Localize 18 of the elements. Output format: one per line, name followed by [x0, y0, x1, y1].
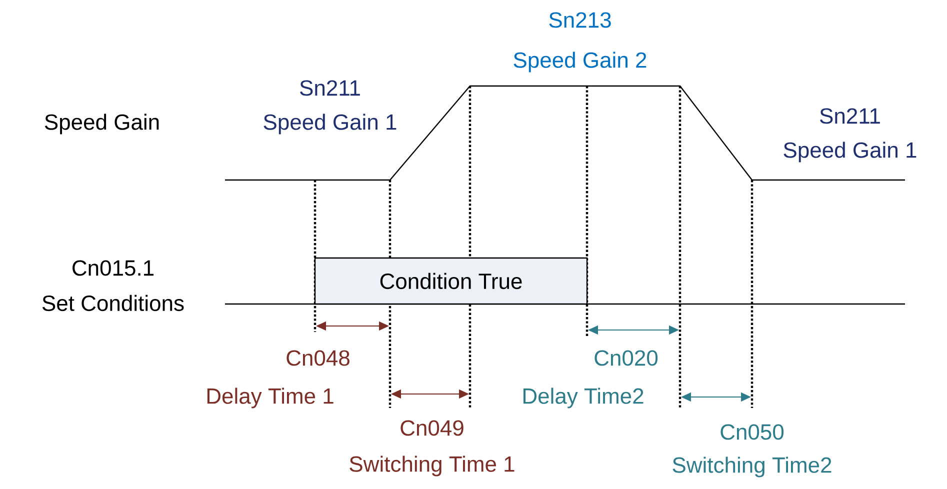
condition-box: Condition True: [314, 257, 588, 305]
signal-label: Speed Gain 2: [514, 52, 646, 72]
signal-label: Speed Gain: [44, 114, 159, 134]
signal-label: Sn211: [300, 80, 360, 96]
signal-label: Sn213: [549, 12, 611, 28]
signal-label: Delay Time2: [523, 388, 644, 408]
signal-label: Switching Time 1: [350, 456, 514, 476]
signal-label: Sn211: [820, 108, 880, 124]
signal-label: Delay Time 1: [207, 388, 334, 408]
signal-label: Cn015.1: [72, 260, 154, 276]
signal-label: Cn050: [720, 424, 784, 440]
signal-label: Set Conditions: [42, 294, 184, 312]
signal-label: Speed Gain 1: [264, 114, 396, 134]
signal-label: Cn049: [400, 420, 464, 436]
signal-label: Cn048: [286, 350, 350, 366]
signal-label: Switching Time2: [672, 456, 832, 478]
signal-label: Speed Gain 1: [784, 142, 916, 162]
signal-label: Cn020: [594, 350, 658, 366]
